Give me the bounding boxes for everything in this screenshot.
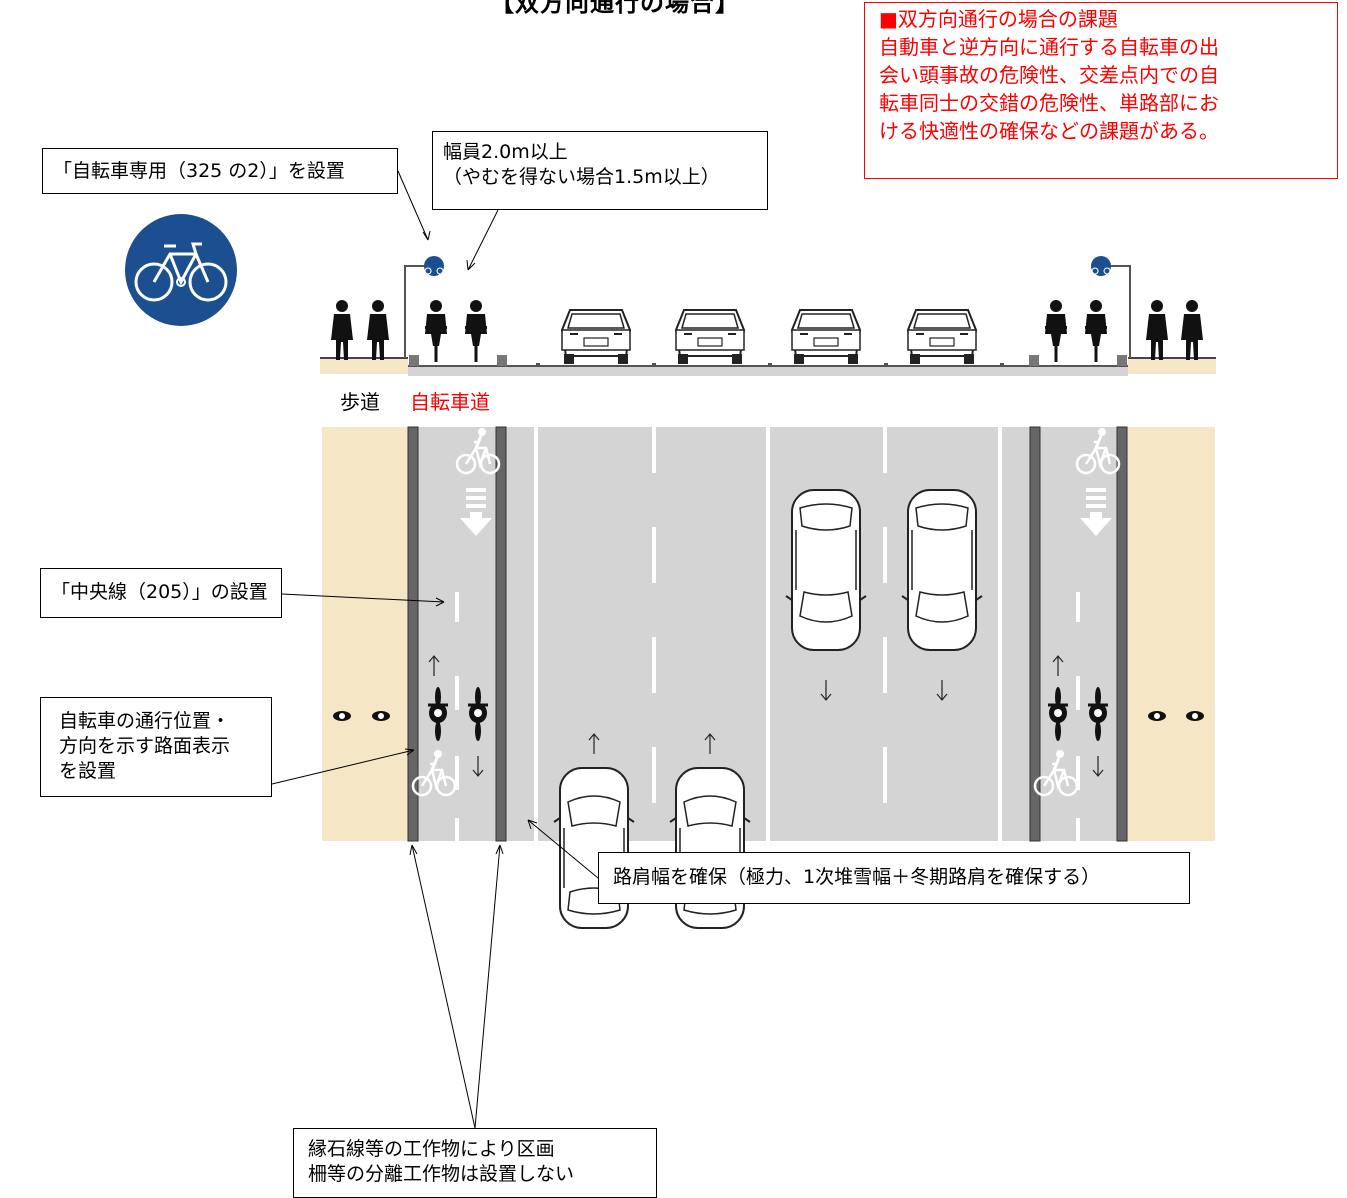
pedestrian-top-icon [333, 711, 351, 721]
callout-shoulder: 路肩幅を確保（極力、1次堆雪幅＋冬期路肩を確保する） [598, 852, 1190, 904]
curb-block [409, 355, 419, 366]
car-top-icon [669, 767, 751, 929]
curb-line [1116, 426, 1128, 842]
center-line [766, 427, 770, 841]
pedestrian-top-icon [372, 711, 390, 721]
callout-curb-line2: 柵等の分離工作物は設置しない [308, 1163, 575, 1185]
callout-centerline: 「中央線（205）」の設置 [40, 568, 282, 618]
callout-road-marking-line1: 自転車の通行位置・ [59, 710, 231, 732]
plan-view [322, 426, 1215, 938]
car-front-icon [791, 309, 861, 365]
issue-line: 転車同士の交錯の危険性、単路部にお [879, 91, 1219, 115]
sign-post [404, 265, 428, 358]
callout-width: 幅員2.0m以上 （やむを得ない場合1.5m以上） [432, 131, 768, 210]
label-sidewalk: 歩道 [340, 390, 380, 414]
pedestrian-top-icon [1186, 711, 1204, 721]
bike-lane-centerline [455, 592, 1080, 844]
car-front-icon [675, 309, 745, 365]
callout-road-marking: 自転車の通行位置・ 方向を示す路面表示 を設置 [40, 697, 272, 797]
edge-line [998, 427, 1002, 841]
cyclist-icon [425, 300, 447, 362]
issue-line: 自動車と逆方向に通行する自転車の出 [879, 35, 1219, 59]
cyclist-icon [1045, 300, 1067, 362]
curb-block [1117, 355, 1127, 366]
pedestrian-icon [1146, 300, 1168, 360]
small-bike-sign-icon [1091, 256, 1111, 276]
bicycle-only-sign-icon [125, 214, 237, 326]
sidewalk-right [1127, 427, 1215, 841]
small-bike-sign-icon [424, 256, 444, 276]
curb-line [495, 426, 507, 842]
car-top-icon [553, 767, 635, 929]
issue-line: ける快適性の確保などの課題がある。 [879, 119, 1219, 143]
issue-line: 会い頭事故の危険性、交差点内での自 [879, 63, 1219, 87]
lane-dashes [652, 427, 887, 803]
pedestrian-icon [1181, 300, 1203, 360]
callout-road-marking-line2: 方向を示す路面表示 [59, 735, 231, 757]
callout-road-marking-line3: を設置 [59, 760, 117, 782]
callout-width-line1: 幅員2.0m以上 [443, 141, 568, 163]
curb-line [1029, 426, 1041, 842]
pedestrian-icon [331, 300, 353, 360]
issue-box: ■双方向通行の場合の課題 自動車と逆方向に通行する自転車の出 会い頭事故の危険性… [864, 2, 1338, 179]
curb-block [1029, 355, 1039, 366]
cyclist-icon [1085, 300, 1107, 362]
issue-heading: ■双方向通行の場合の課題 [879, 7, 1118, 31]
car-front-icon [561, 309, 631, 365]
label-bike-lane: 自転車道 [410, 390, 490, 414]
curb-line [407, 426, 419, 842]
curb-block [497, 355, 507, 366]
callout-width-line2: （やむを得ない場合1.5m以上） [443, 166, 720, 188]
callout-sign: 「自転車専用（325 の2）」を設置 [42, 148, 398, 194]
pedestrian-top-icon [1148, 711, 1166, 721]
cross-section [320, 256, 1216, 376]
sidewalk-left [322, 427, 409, 841]
edge-line [534, 427, 538, 841]
pedestrian-icon [367, 300, 389, 360]
callout-curb: 縁石線等の工作物により区画 柵等の分離工作物は設置しない [293, 1128, 657, 1198]
sign-post [1108, 265, 1131, 358]
leader-lines [271, 170, 599, 1129]
car-front-icon [907, 309, 977, 365]
diagram-title: 【双方向通行の場合】 [490, 0, 740, 17]
callout-curb-line1: 縁石線等の工作物により区画 [308, 1138, 555, 1160]
cyclist-icon [465, 300, 487, 362]
